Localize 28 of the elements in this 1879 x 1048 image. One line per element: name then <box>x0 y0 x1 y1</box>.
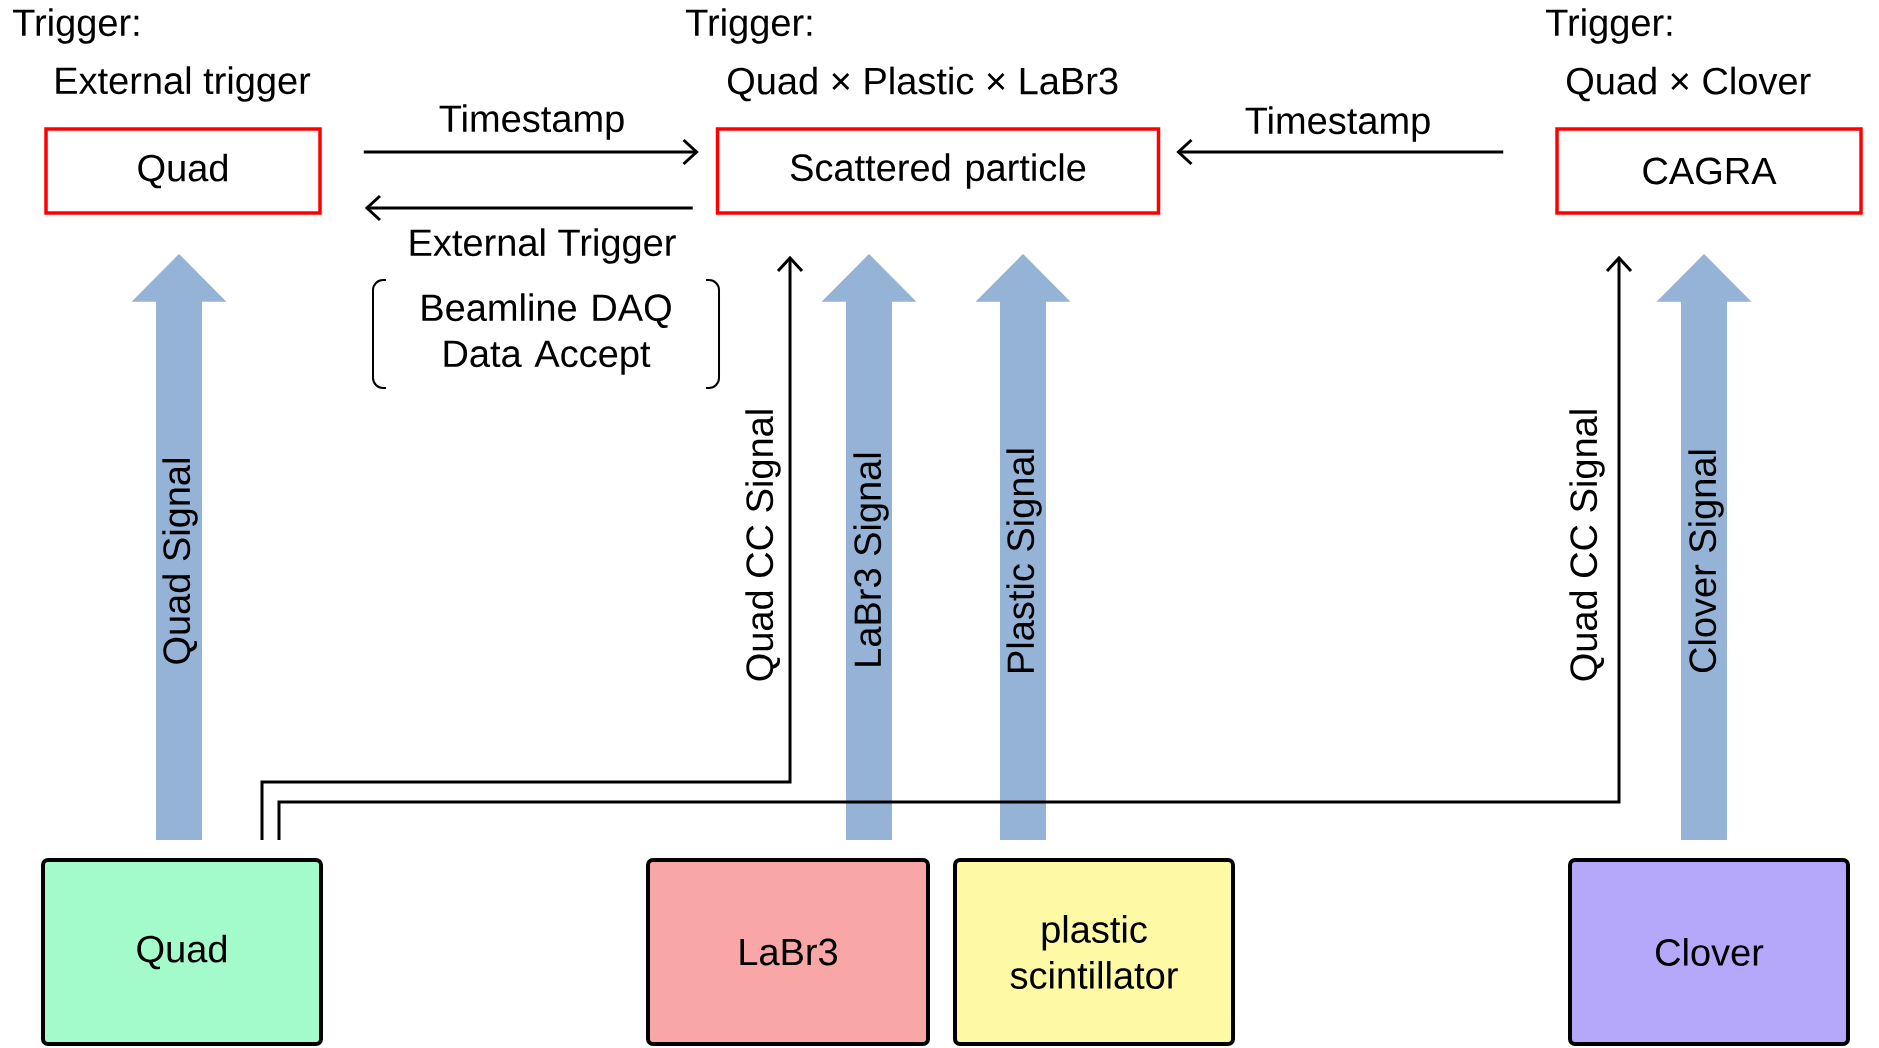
daq-box: CAGRA <box>1555 127 1863 215</box>
detector-box: Quad <box>41 858 323 1046</box>
edge-label: LaBr3 Signal <box>851 449 891 671</box>
edge-label: Quad CC Signal <box>1569 410 1605 681</box>
detector-box: LaBr3 <box>646 858 930 1046</box>
arrow <box>1176 138 1504 166</box>
edge-label: Timestamp <box>1245 106 1430 142</box>
trigger-label: Trigger: <box>13 8 139 44</box>
arrow <box>260 255 804 840</box>
arrow <box>364 194 693 222</box>
trigger-label: Quad × Plastic × LaBr3 <box>728 66 1118 102</box>
trigger-label: Trigger: <box>1546 8 1672 44</box>
trigger-label: External trigger <box>56 66 311 102</box>
trigger-label: Quad × Clover <box>1567 66 1811 102</box>
edge-label: Clover Signal <box>1686 446 1726 676</box>
detector-box: Clover <box>1568 858 1850 1046</box>
detector-box: plastic scintillator <box>953 858 1235 1046</box>
edge-label: External Trigger <box>410 228 676 264</box>
daq-box: Quad <box>44 127 322 215</box>
trigger-label: Trigger: <box>686 8 812 44</box>
arrow <box>277 255 1633 840</box>
edge-label: Timestamp <box>439 104 624 140</box>
arrow <box>363 138 699 166</box>
edge-label: Quad CC Signal <box>745 410 781 681</box>
daq-box: Scattered particle <box>715 127 1161 215</box>
bracket-note: Beamline DAQ Data Accept <box>372 279 720 389</box>
edge-label: Plastic Signal <box>1004 444 1044 678</box>
edge-label: Quad Signal <box>160 454 200 668</box>
